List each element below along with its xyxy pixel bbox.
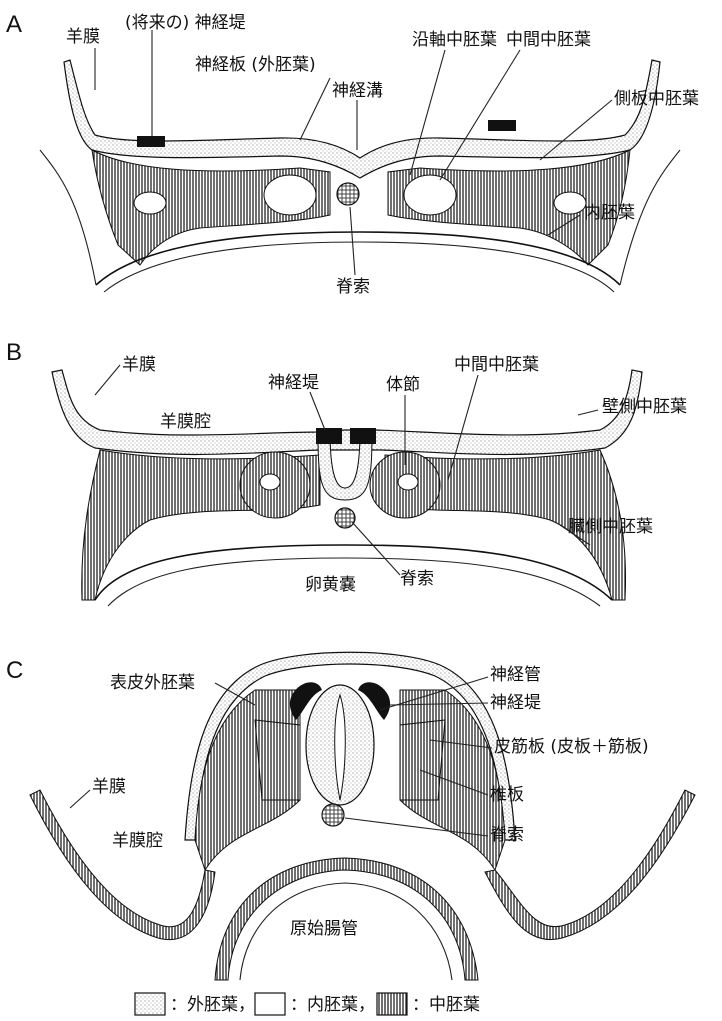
panel-b-label-yolk-sac: 卵黄嚢 (305, 575, 356, 595)
panel-c-notochord (322, 804, 344, 826)
panel-a-notochord (337, 183, 359, 205)
panel-a-label-lateral-plate: 側板中胚葉 (614, 89, 699, 109)
legend-mesoderm-swatch-icon (377, 993, 407, 1015)
panel-b-somitocoel-left (260, 474, 280, 490)
panel-b-label-notochord: 脊索 (400, 569, 434, 589)
panel-a-label-neural-plate: 神経板 (外胚葉) (195, 55, 316, 75)
panel-c-sclerotome-left (255, 720, 300, 800)
panel-c-amnion-right (485, 790, 695, 940)
panel-c-label-amniotic-cavity: 羊膜腔 (112, 831, 163, 851)
panel-c: C 表皮外胚葉 神経管 (6, 652, 695, 980)
panel-b-label-parietal: 壁側中胚葉 (602, 397, 687, 417)
legend-endoderm-swatch-icon (255, 993, 285, 1015)
panel-a-label-endoderm: 内胚葉 (584, 203, 635, 223)
legend: ：外胚葉， ：内胚葉， ：中胚葉 (135, 993, 480, 1015)
panel-b-label-amnion: 羊膜 (122, 355, 156, 375)
panel-b-label-neural-crest: 神経堤 (268, 373, 319, 393)
panel-b-somitocoel-right (398, 474, 418, 490)
panel-c-letter: C (6, 657, 23, 684)
panel-a-label-paraxial: 沿軸中胚葉 (412, 30, 497, 50)
panel-a-letter: A (6, 11, 22, 38)
panel-c-label-primitive-gut: 原始腸管 (290, 919, 358, 939)
panel-a-label-amnion: 羊膜 (66, 27, 100, 47)
panel-b-notochord (335, 508, 355, 528)
panel-a-ectoderm (64, 60, 660, 178)
legend-ectoderm-swatch-icon (135, 993, 165, 1015)
panel-c-label-notochord: 脊索 (490, 825, 524, 845)
panel-b-label-amniotic-cavity: 羊膜腔 (160, 412, 211, 432)
panel-c-label-amnion: 羊膜 (92, 777, 126, 797)
panel-b-label-visceral: 臓側中胚葉 (568, 517, 653, 537)
panel-a-crest-right (488, 120, 516, 131)
panel-a-crest-left (137, 136, 165, 147)
panel-a-coelom-right (554, 192, 586, 214)
panel-b-label-somite: 体節 (386, 375, 420, 395)
panel-a-label-intermediate: 中間中胚葉 (506, 30, 591, 50)
panel-a: A 羊膜 (将来 (6, 11, 699, 297)
panel-b-ectoderm (52, 370, 642, 454)
panel-b: B 羊膜 羊膜腔 神経堤 体節 中間中胚葉 (6, 339, 687, 606)
legend-mesoderm-label: ：中胚葉 (412, 995, 480, 1015)
legend-ectoderm-label: ：外胚葉， (170, 995, 255, 1015)
panel-c-sclerotome-right (400, 720, 445, 800)
panel-c-label-sclerotome: 椎板 (490, 785, 524, 805)
panel-c-label-surface-ectoderm: 表皮外胚葉 (110, 673, 195, 693)
panel-c-label-neural-tube: 神経管 (490, 665, 541, 685)
panel-c-label-neural-crest: 神経堤 (490, 693, 541, 713)
panel-a-label-notochord: 脊索 (336, 277, 370, 297)
panel-a-label-neural-groove: 神経溝 (332, 81, 383, 101)
panel-a-label-future-crest: (将来の) 神経堤 (125, 13, 246, 33)
panel-b-label-intermediate: 中間中胚葉 (454, 355, 539, 375)
panel-c-label-dermomyotome: 皮筋板 (皮板＋筋板) (494, 737, 649, 757)
panel-a-gap-left (264, 175, 316, 215)
panel-b-letter: B (6, 339, 22, 366)
panel-a-gap-right (404, 175, 456, 215)
panel-a-coelom-left (134, 192, 166, 214)
legend-endoderm-label: ：内胚葉， (290, 995, 375, 1015)
panel-b-crest-left (316, 428, 342, 444)
panel-b-crest-right (350, 428, 376, 444)
